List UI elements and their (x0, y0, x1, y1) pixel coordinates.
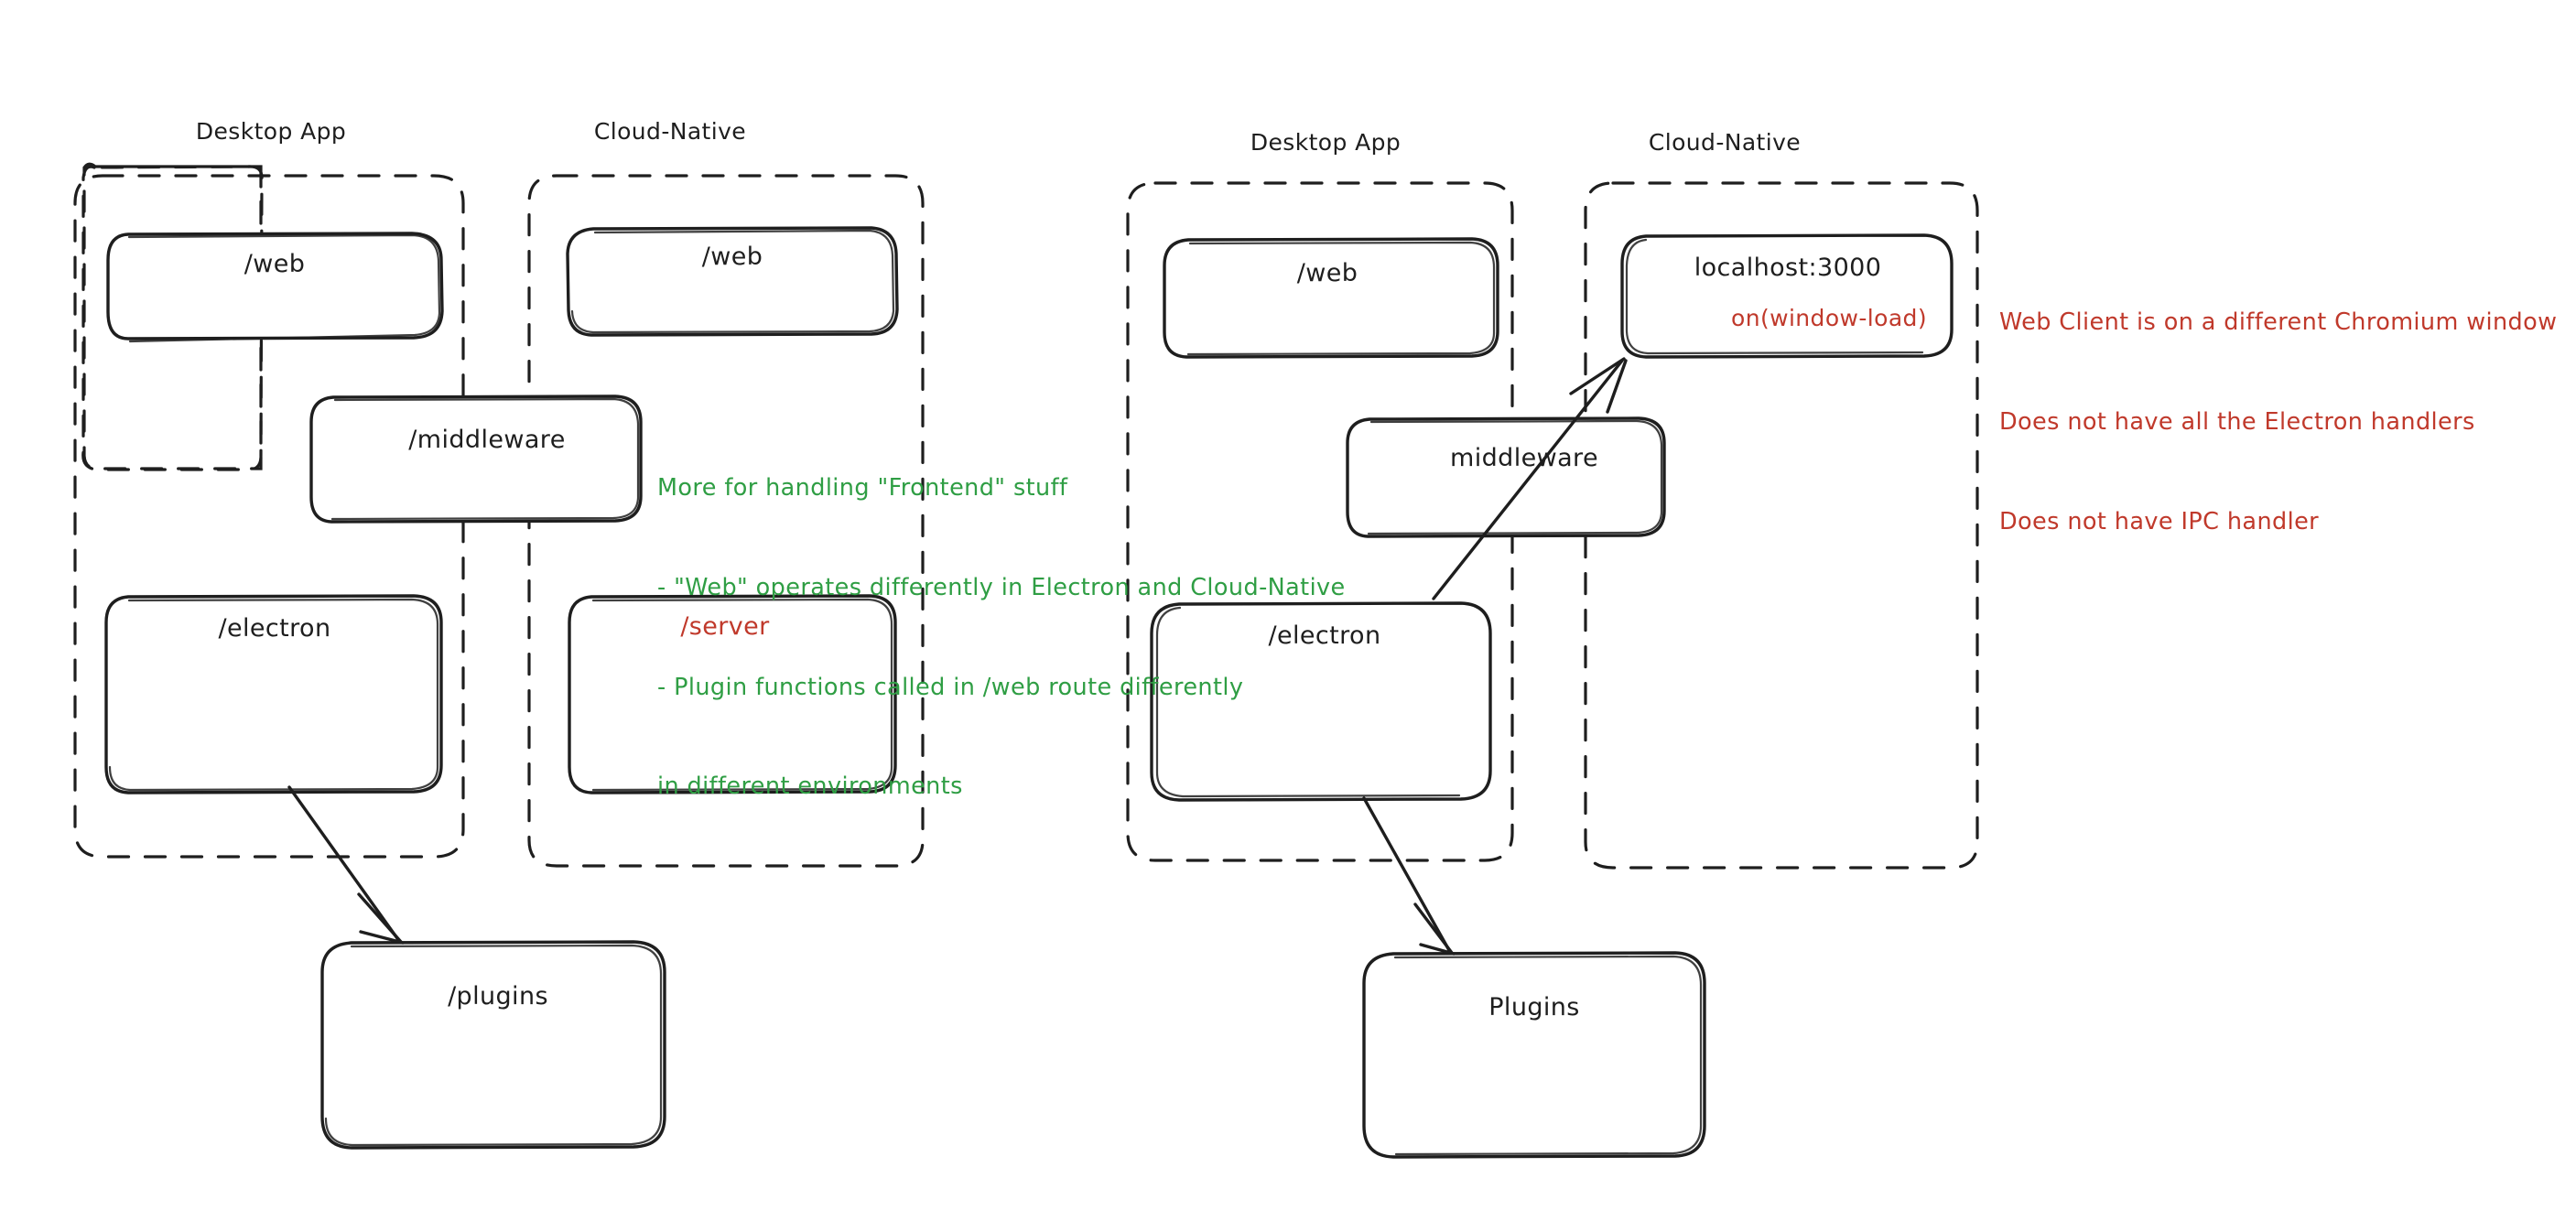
right-desktop-web-label: /web (1296, 259, 1358, 287)
right-plugins-shape (1362, 951, 1706, 1159)
right-plugins-label: Plugins (1488, 993, 1580, 1021)
left-desktop-app-boundary (81, 162, 264, 471)
frontend-note-line-4: in different environments (657, 773, 963, 801)
web-client-note-line-2: Does not have all the Electron handlers (1999, 408, 2475, 437)
web-client-note: Web Client is on a different Chromium wi… (1999, 240, 2557, 604)
right-desktop-app-label: Desktop App (1250, 129, 1402, 156)
left-middleware-label: /middleware (408, 426, 566, 454)
right-electron-to-plugins-arrow (1362, 796, 1456, 956)
web-client-note-line-3: Does not have IPC handler (1999, 507, 2320, 535)
left-cloud-web-label: /web (701, 243, 763, 271)
frontend-note: More for handling "Frontend" stuff - "We… (657, 405, 1346, 870)
left-middleware-shape (309, 394, 643, 524)
right-cloud-native-label: Cloud-Native (1648, 129, 1802, 156)
right-desktop-web-shape (1163, 237, 1499, 359)
left-desktop-web-label: /web (244, 250, 306, 278)
right-localhost-label: localhost:3000 (1694, 254, 1882, 282)
left-electron-to-plugins-arrow (287, 785, 405, 945)
left-electron-label: /electron (218, 614, 331, 643)
right-cloud-native-outline (1584, 181, 1979, 870)
frontend-note-line-2: - "Web" operates differently in Electron… (657, 574, 1346, 602)
left-desktop-app-label: Desktop App (195, 118, 347, 145)
left-cloud-native-label: Cloud-Native (593, 118, 747, 145)
left-plugins-label: /plugins (448, 982, 548, 1010)
right-localhost-sublabel: on(window-load) (1731, 305, 1927, 331)
left-server-label: /server (680, 612, 770, 641)
web-client-note-line-1: Web Client is on a different Chromium wi… (1999, 308, 2558, 337)
right-electron-label: /electron (1268, 621, 1381, 650)
right-middleware-shape (1346, 416, 1666, 538)
right-middleware-label: middleware (1450, 444, 1598, 472)
left-plugins-shape (320, 940, 666, 1150)
frontend-note-line-3: - Plugin functions called in /web route … (657, 673, 1244, 701)
frontend-note-line-1: More for handling "Frontend" stuff (657, 474, 1068, 503)
right-electron-to-localhost-arrow (1432, 357, 1628, 600)
